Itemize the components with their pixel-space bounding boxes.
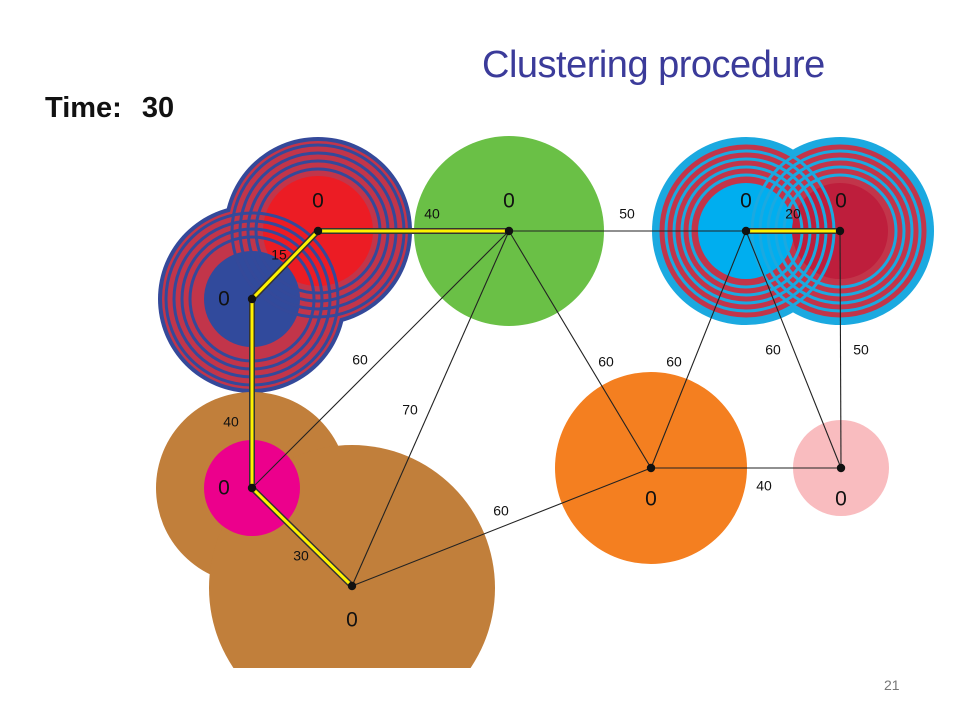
edge-weight-label: 50: [853, 342, 869, 358]
node-dot: [741, 226, 751, 236]
node-dot: [836, 463, 846, 473]
node-dot: [835, 226, 845, 236]
node-dot: [347, 581, 357, 591]
node-label: 0: [312, 190, 324, 213]
edge-labels: 15 40 50 20 40 60 70 30 60 60 60 50 40 60: [223, 206, 869, 564]
node-dot: [504, 226, 514, 236]
edge-line: [351, 230, 510, 587]
edge-highlight: [250, 486, 354, 588]
slide-number: 21: [884, 677, 900, 693]
node-dot: [646, 463, 656, 473]
edge-weight-label: 40: [223, 414, 239, 430]
edge-highlight: [250, 229, 320, 301]
edge-line: [650, 230, 747, 469]
node-dot: [313, 226, 323, 236]
edge-line: [839, 230, 842, 469]
edge-weight-label: 30: [293, 548, 309, 564]
edge-weight-label: 15: [271, 247, 287, 263]
edge-weight-label: 40: [424, 206, 440, 222]
edge-weight-label: 60: [493, 503, 509, 519]
node-label: 0: [503, 190, 515, 213]
edge-line: [508, 230, 652, 469]
edge-line: [745, 230, 842, 469]
edge-weight-label: 60: [765, 342, 781, 358]
slide-title: Clustering procedure: [482, 44, 825, 86]
nodes: 0 0 0 0 0 0 0 0 0: [218, 190, 847, 632]
node-label: 0: [835, 488, 847, 511]
edge-line: [351, 467, 652, 587]
edge-weight-label: 40: [756, 478, 772, 494]
edge-weight-label: 20: [785, 206, 801, 222]
time-indicator: Time: 30: [45, 92, 174, 125]
node-label: 0: [645, 488, 657, 511]
time-value: 30: [141, 92, 175, 124]
node-label: 0: [346, 609, 358, 632]
edges: [249, 228, 843, 589]
edge-weight-label: 50: [619, 206, 635, 222]
node-label: 0: [218, 477, 230, 500]
node-label: 0: [218, 288, 230, 311]
edge-weight-label: 60: [352, 352, 368, 368]
edge-line: [251, 230, 510, 489]
node-dot: [247, 294, 257, 304]
edge-weight-label: 60: [598, 354, 614, 370]
node-label: 0: [835, 190, 847, 213]
edge-weight-label: 60: [666, 354, 682, 370]
time-label: Time:: [45, 92, 122, 124]
edge-weight-label: 70: [402, 402, 418, 418]
node-label: 0: [740, 190, 752, 213]
node-dot: [247, 483, 257, 493]
